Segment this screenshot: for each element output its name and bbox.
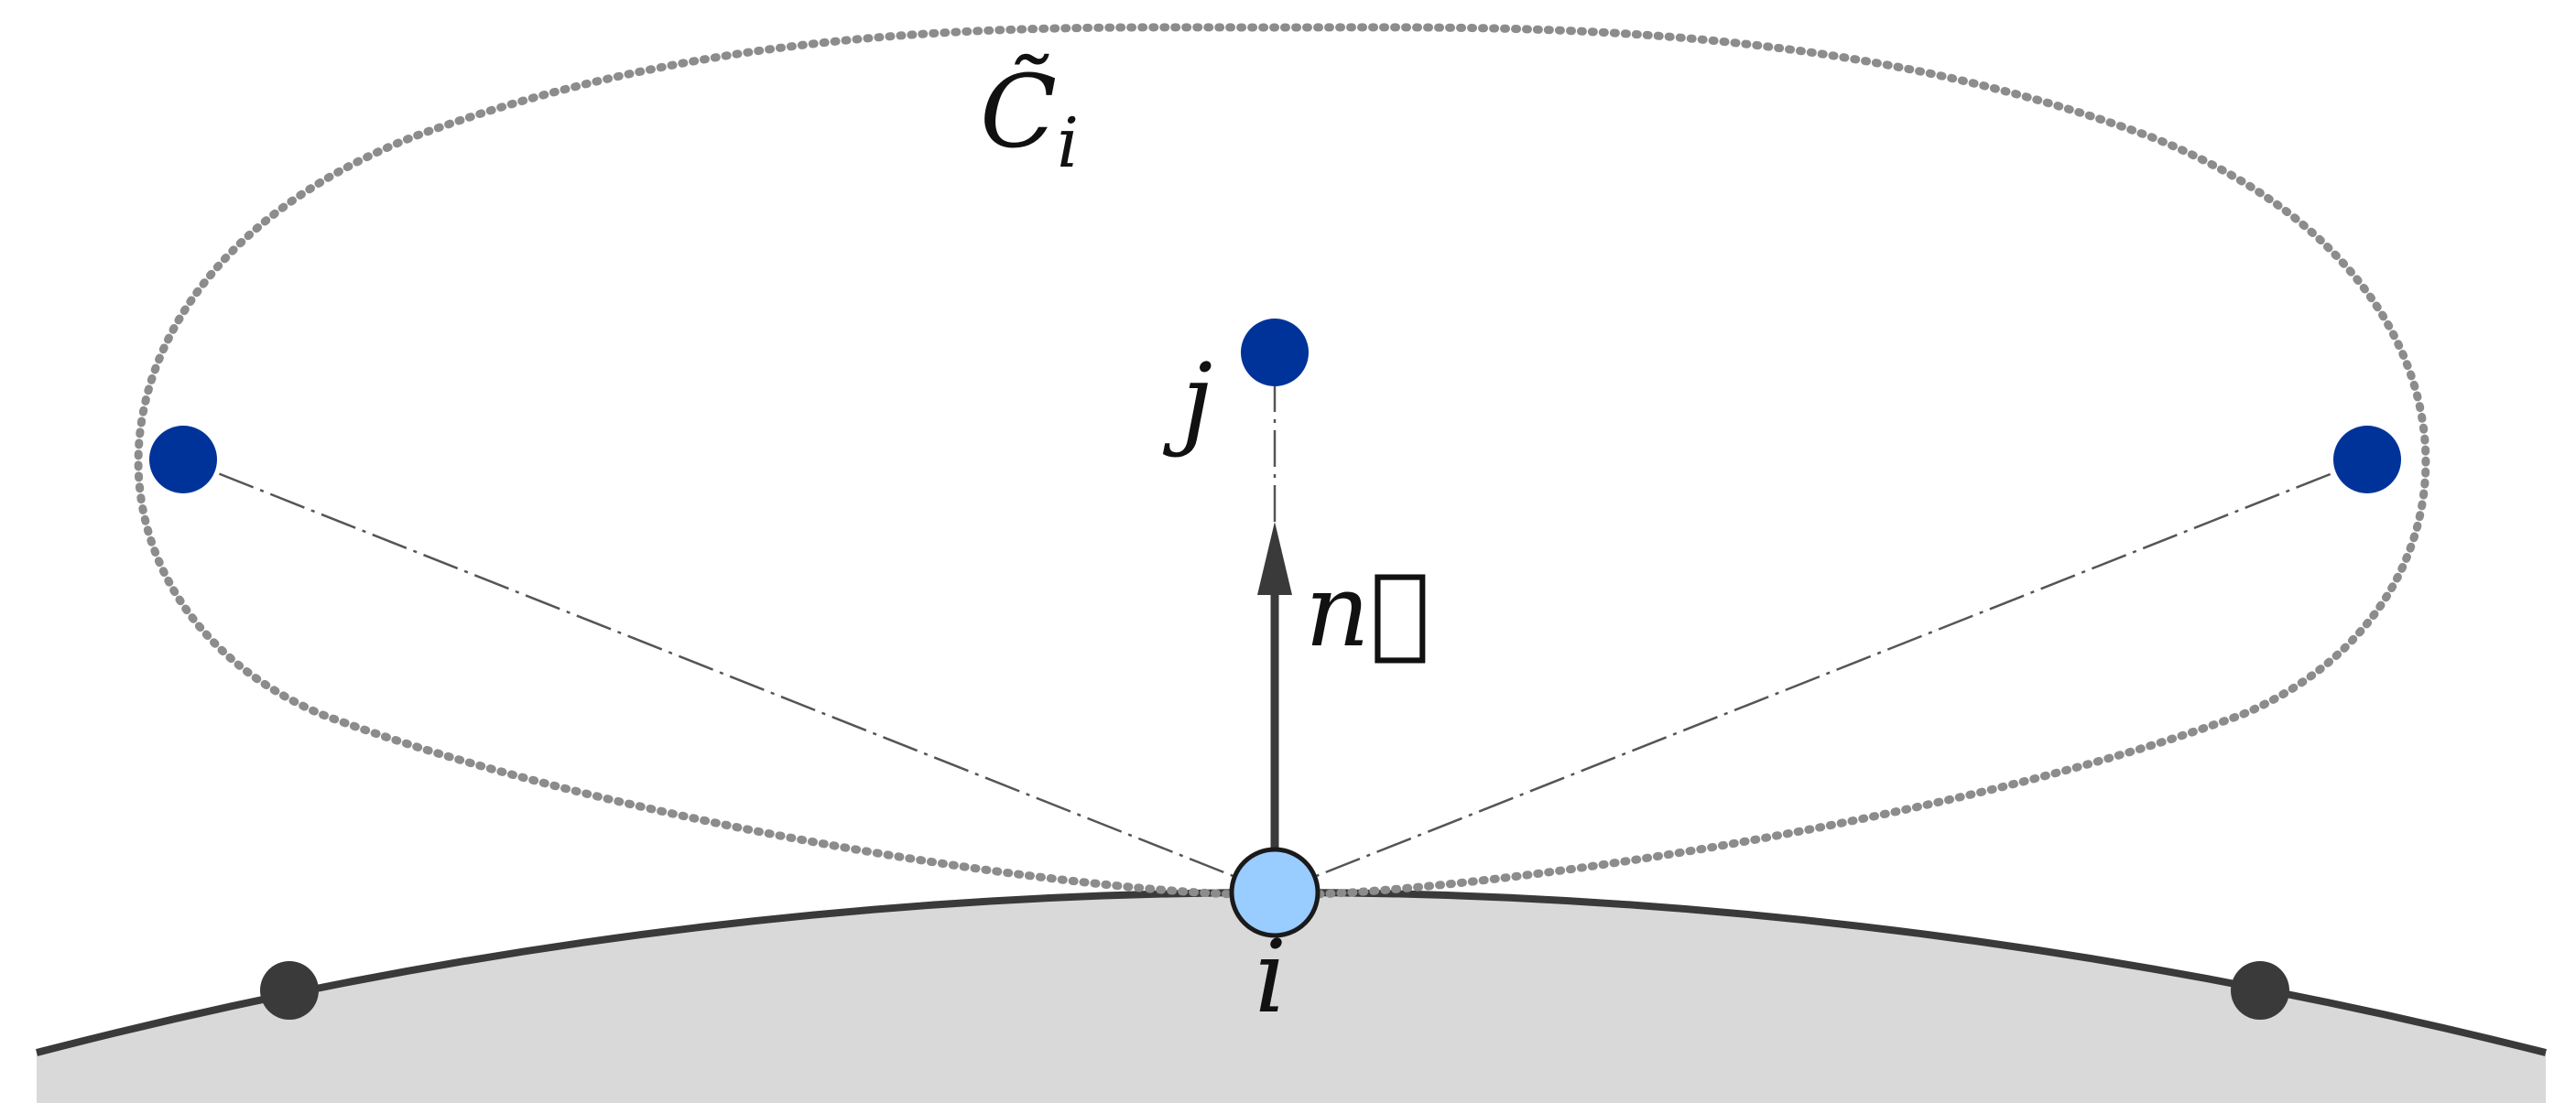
label-i: i	[1255, 918, 1287, 1035]
surface-point-left	[260, 961, 319, 1020]
region-label: C̃i	[980, 53, 1079, 183]
normal-arrow	[1257, 522, 1292, 888]
surface-point-right	[2231, 961, 2289, 1020]
neighbor-point-right	[2333, 426, 2401, 493]
region-subscript: i	[1057, 103, 1079, 183]
surface-region	[37, 892, 2546, 1103]
line-i-to-left-neighbor	[182, 458, 1276, 894]
neighbor-point-left	[149, 426, 217, 493]
label-j: j	[1162, 341, 1212, 459]
neighbor-point-j	[1241, 319, 1309, 386]
label-normal: n⃗	[1305, 552, 1430, 669]
neighborhood-boundary	[134, 23, 2430, 900]
line-i-to-right-neighbor	[1274, 458, 2368, 894]
center-point-i	[1229, 847, 1321, 938]
